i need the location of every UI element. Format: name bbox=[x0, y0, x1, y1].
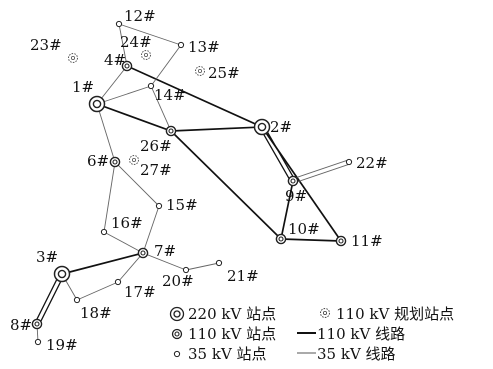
line-35kv-1-14 bbox=[96, 85, 152, 105]
line-110kv-3-8 bbox=[34, 272, 65, 326]
station-label-13: 13# bbox=[188, 38, 220, 56]
station-15-35 bbox=[155, 202, 163, 210]
legend-110kv-station-label: 110 kV 站点 bbox=[188, 325, 276, 343]
station-27-planned bbox=[129, 155, 139, 165]
labels-layer: 1# 2# 3# 4# 6# 7# 8# 9# 10# 11# 26# 12# 13# 14# 15# 16#… bbox=[10, 7, 388, 354]
legend-planned-station-label: 110 kV 规划站点 bbox=[336, 305, 454, 323]
station-13-35 bbox=[177, 41, 185, 49]
line-35kv-7-20 bbox=[142, 252, 187, 271]
legend-symbol-planned-station bbox=[320, 308, 330, 318]
station-label-27: 27# bbox=[140, 161, 172, 179]
station-19-35 bbox=[34, 338, 42, 346]
station-label-1: 1# bbox=[72, 78, 94, 96]
station-label-21: 21# bbox=[227, 267, 259, 285]
line-110kv-1-26 bbox=[96, 103, 172, 132]
line-35kv-1-6 bbox=[96, 103, 116, 163]
line-35kv-9-22 bbox=[292, 159, 350, 184]
station-18-35 bbox=[73, 296, 81, 304]
station-6-110 bbox=[109, 156, 121, 168]
line-35kv-13-14 bbox=[150, 44, 182, 87]
station-label-3: 3# bbox=[36, 248, 58, 266]
line-110kv-26-2 bbox=[170, 126, 263, 132]
station-25-planned bbox=[195, 66, 205, 76]
station-21-35 bbox=[215, 259, 223, 267]
line-110kv-4-2 bbox=[126, 65, 263, 128]
station-label-9: 9# bbox=[285, 187, 307, 205]
station-label-12: 12# bbox=[124, 7, 156, 25]
line-35kv-15-7 bbox=[142, 205, 160, 254]
station-16-35 bbox=[100, 228, 108, 236]
line-110kv-2-11 bbox=[261, 126, 342, 242]
line-110kv-9-10 bbox=[280, 180, 294, 240]
station-9-110 bbox=[287, 175, 299, 187]
station-2-220 bbox=[253, 118, 271, 136]
station-label-8: 8# bbox=[10, 316, 32, 334]
station-label-22: 22# bbox=[356, 154, 388, 172]
line-35kv-20-21 bbox=[185, 262, 220, 271]
station-label-26: 26# bbox=[140, 137, 172, 155]
station-14-35 bbox=[147, 82, 155, 90]
station-label-17: 17# bbox=[124, 283, 156, 301]
station-23-planned bbox=[68, 53, 78, 63]
station-label-2: 2# bbox=[270, 118, 292, 136]
line-35kv-6-16 bbox=[103, 161, 116, 233]
station-22-35 bbox=[345, 158, 353, 166]
station-label-6: 6# bbox=[87, 152, 109, 170]
station-7-110 bbox=[137, 247, 149, 259]
station-24-planned bbox=[141, 50, 151, 60]
line-35kv-7-17 bbox=[117, 252, 144, 283]
station-label-10: 10# bbox=[288, 220, 320, 238]
station-12-35 bbox=[115, 20, 123, 28]
station-label-19: 19# bbox=[46, 336, 78, 354]
line-110kv-3-7 bbox=[61, 252, 144, 275]
station-10-110 bbox=[275, 233, 287, 245]
line-35kv-16-7 bbox=[103, 231, 144, 254]
station-label-15: 15# bbox=[166, 196, 198, 214]
station-8-110 bbox=[31, 318, 43, 330]
legend-symbol-110kv-station bbox=[171, 328, 183, 340]
station-11-110 bbox=[335, 235, 347, 247]
legend-symbol-35kv-station bbox=[173, 350, 181, 358]
station-label-25: 25# bbox=[208, 64, 240, 82]
line-35kv-6-15 bbox=[114, 161, 160, 207]
station-17-35 bbox=[114, 278, 122, 286]
line-35kv-4-12 bbox=[118, 23, 128, 67]
station-label-23: 23# bbox=[30, 36, 62, 54]
line-35kv-14-26 bbox=[150, 85, 172, 132]
lines-layer bbox=[34, 23, 350, 343]
station-label-24: 24# bbox=[120, 33, 152, 51]
line-110kv-10-11 bbox=[280, 238, 342, 242]
station-label-7: 7# bbox=[154, 242, 176, 260]
nodes-layer bbox=[31, 20, 353, 346]
station-label-16: 16# bbox=[111, 214, 143, 232]
station-3-220 bbox=[53, 265, 71, 283]
station-20-35 bbox=[182, 266, 190, 274]
legend: 220 kV 站点 110 kV 规划站点 110 kV 站点 110 kV 线… bbox=[169, 305, 454, 363]
station-label-11: 11# bbox=[351, 232, 383, 250]
station-label-18: 18# bbox=[80, 304, 112, 322]
legend-35kv-station-label: 35 kV 站点 bbox=[188, 345, 267, 363]
station-26-110 bbox=[165, 125, 177, 137]
line-35kv-17-18 bbox=[76, 281, 119, 301]
legend-symbol-220kv-station bbox=[169, 306, 185, 322]
station-label-14: 14# bbox=[154, 86, 186, 104]
station-label-4: 4# bbox=[104, 51, 126, 69]
line-110kv-26-10 bbox=[170, 130, 282, 240]
station-1-220 bbox=[88, 95, 106, 113]
line-35kv-12-13 bbox=[118, 23, 182, 46]
legend-110kv-line-label: 110 kV 线路 bbox=[317, 325, 405, 343]
station-label-20: 20# bbox=[162, 272, 194, 290]
legend-35kv-line-label: 35 kV 线路 bbox=[317, 345, 396, 363]
legend-220kv-station-label: 220 kV 站点 bbox=[188, 305, 276, 323]
station-4-110 bbox=[121, 60, 133, 72]
